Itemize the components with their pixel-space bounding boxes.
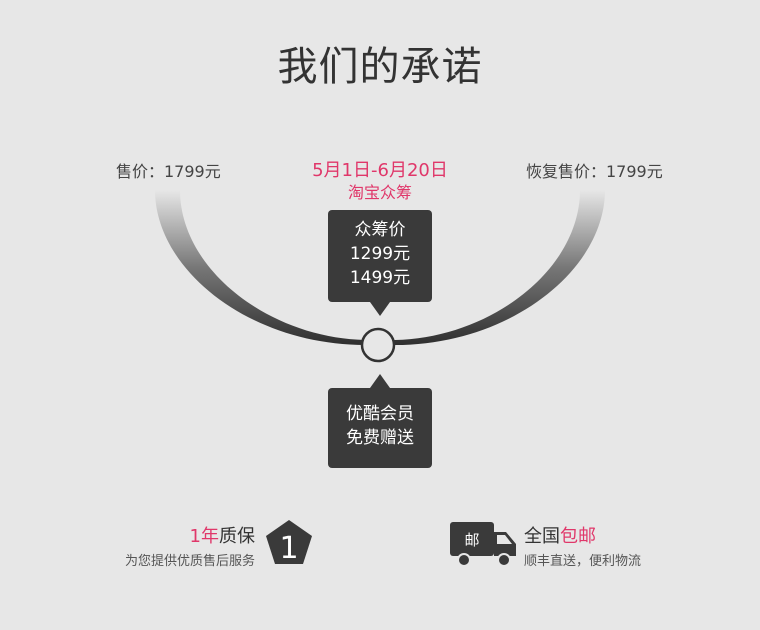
page-title: 我们的承诺 — [277, 44, 483, 90]
crowdfund-price-2: 1499元 — [349, 268, 411, 288]
shipping-subtitle: 顺丰直送，便利物流 — [524, 554, 642, 569]
pentagon-badge-icon: 1 — [266, 520, 312, 566]
restored-price-label: 恢复售价：1799元 — [526, 162, 663, 181]
shipping-title: 全国包邮 — [524, 522, 596, 548]
warranty-title-accent: 1年 — [189, 526, 219, 547]
shipping-title-prefix: 全国 — [524, 526, 560, 547]
truck-label: 邮 — [464, 531, 479, 549]
crowdfund-platform: 淘宝众筹 — [347, 183, 412, 202]
delivery-truck-icon: 邮 — [450, 522, 516, 567]
warranty-title-rest: 质保 — [219, 526, 255, 547]
member-box-pointer — [370, 374, 390, 388]
warranty-badge-number: 1 — [279, 531, 298, 566]
crowdfund-box-pointer — [370, 302, 390, 316]
crowdfund-date-range: 5月1日-6月20日 — [312, 160, 448, 181]
member-gift-line-2: 免费赠送 — [346, 428, 414, 448]
crowdfund-price-box: 众筹价 1299元 1499元 — [328, 210, 432, 302]
member-gift-line-1: 优酷会员 — [346, 404, 414, 424]
shipping-title-accent: 包邮 — [560, 526, 596, 547]
crowdfund-price-title: 众筹价 — [354, 220, 406, 240]
warranty-title: 1年质保 — [190, 522, 255, 548]
crowdfund-price-1: 1299元 — [349, 244, 411, 264]
original-price-label: 售价：1799元 — [116, 162, 221, 181]
warranty-subtitle: 为您提供优质售后服务 — [124, 554, 255, 569]
member-gift-box: 优酷会员 免费赠送 — [328, 388, 432, 468]
arc-center-circle — [360, 327, 396, 363]
